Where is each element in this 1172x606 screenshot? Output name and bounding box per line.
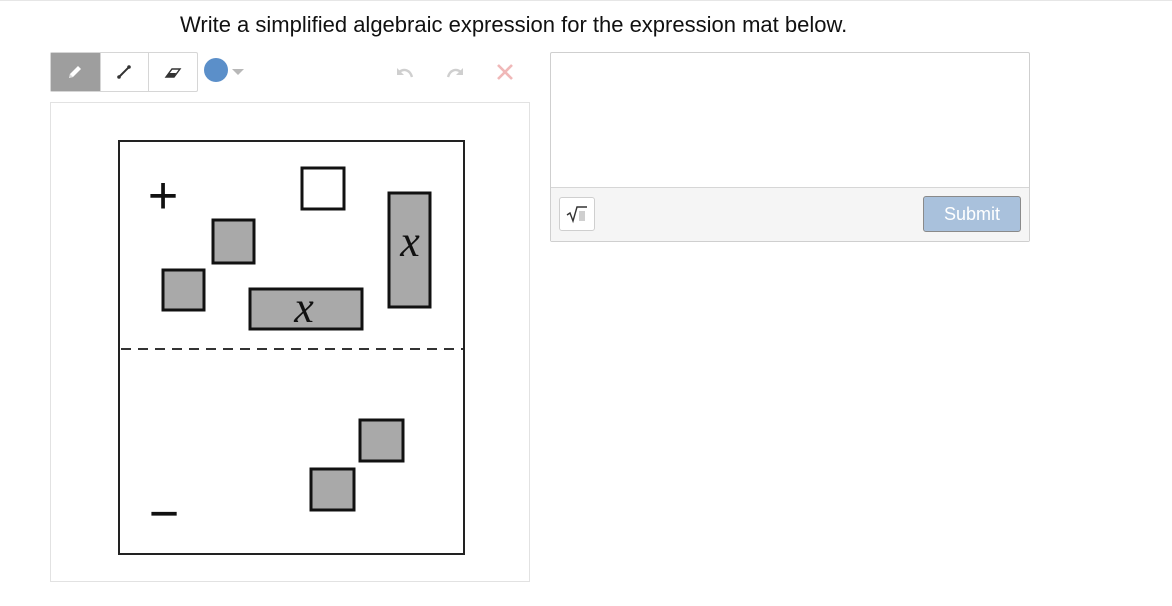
redo-button[interactable]	[441, 58, 469, 86]
negative-region-sign: −	[149, 485, 179, 543]
pen-color-picker[interactable]	[204, 57, 248, 83]
line-icon	[117, 65, 132, 79]
x-tile-horizontal	[248, 287, 364, 331]
x-tile-label: x	[293, 283, 314, 332]
unit-tile-positive	[309, 467, 356, 512]
answer-panel: Submit	[550, 52, 1030, 242]
x-tile-vertical	[387, 191, 432, 309]
mat-border	[118, 140, 465, 555]
expression-mat: + − x x	[118, 140, 465, 555]
unit-tile-negative	[300, 166, 346, 211]
unit-tile-positive	[211, 218, 256, 265]
unit-tile-positive	[161, 268, 206, 312]
submit-button[interactable]: Submit	[923, 196, 1021, 232]
square-root-icon	[566, 206, 587, 224]
pencil-icon	[69, 66, 82, 78]
eraser-icon	[164, 68, 182, 78]
eraser-tool-button[interactable]	[148, 53, 197, 91]
clear-button[interactable]	[491, 58, 519, 86]
redo-icon	[446, 68, 463, 78]
pen-color-swatch	[204, 58, 228, 82]
answer-input[interactable]	[551, 53, 1029, 187]
drawing-canvas[interactable]: + − x x	[50, 102, 530, 582]
undo-icon	[397, 68, 414, 78]
chevron-down-icon	[232, 69, 244, 75]
pencil-tool-button[interactable]	[51, 53, 100, 91]
math-keyboard-button[interactable]	[559, 197, 595, 231]
unit-tile-positive	[358, 418, 405, 463]
close-icon	[497, 64, 513, 80]
line-tool-button[interactable]	[99, 53, 149, 91]
x-tile-label: x	[399, 217, 420, 266]
answer-footer: Submit	[551, 187, 1029, 241]
undo-button[interactable]	[391, 58, 419, 86]
positive-region-sign: +	[148, 167, 178, 225]
top-divider	[0, 0, 1172, 1]
question-prompt: Write a simplified algebraic expression …	[180, 12, 848, 37]
drawing-tool-group	[50, 52, 198, 92]
